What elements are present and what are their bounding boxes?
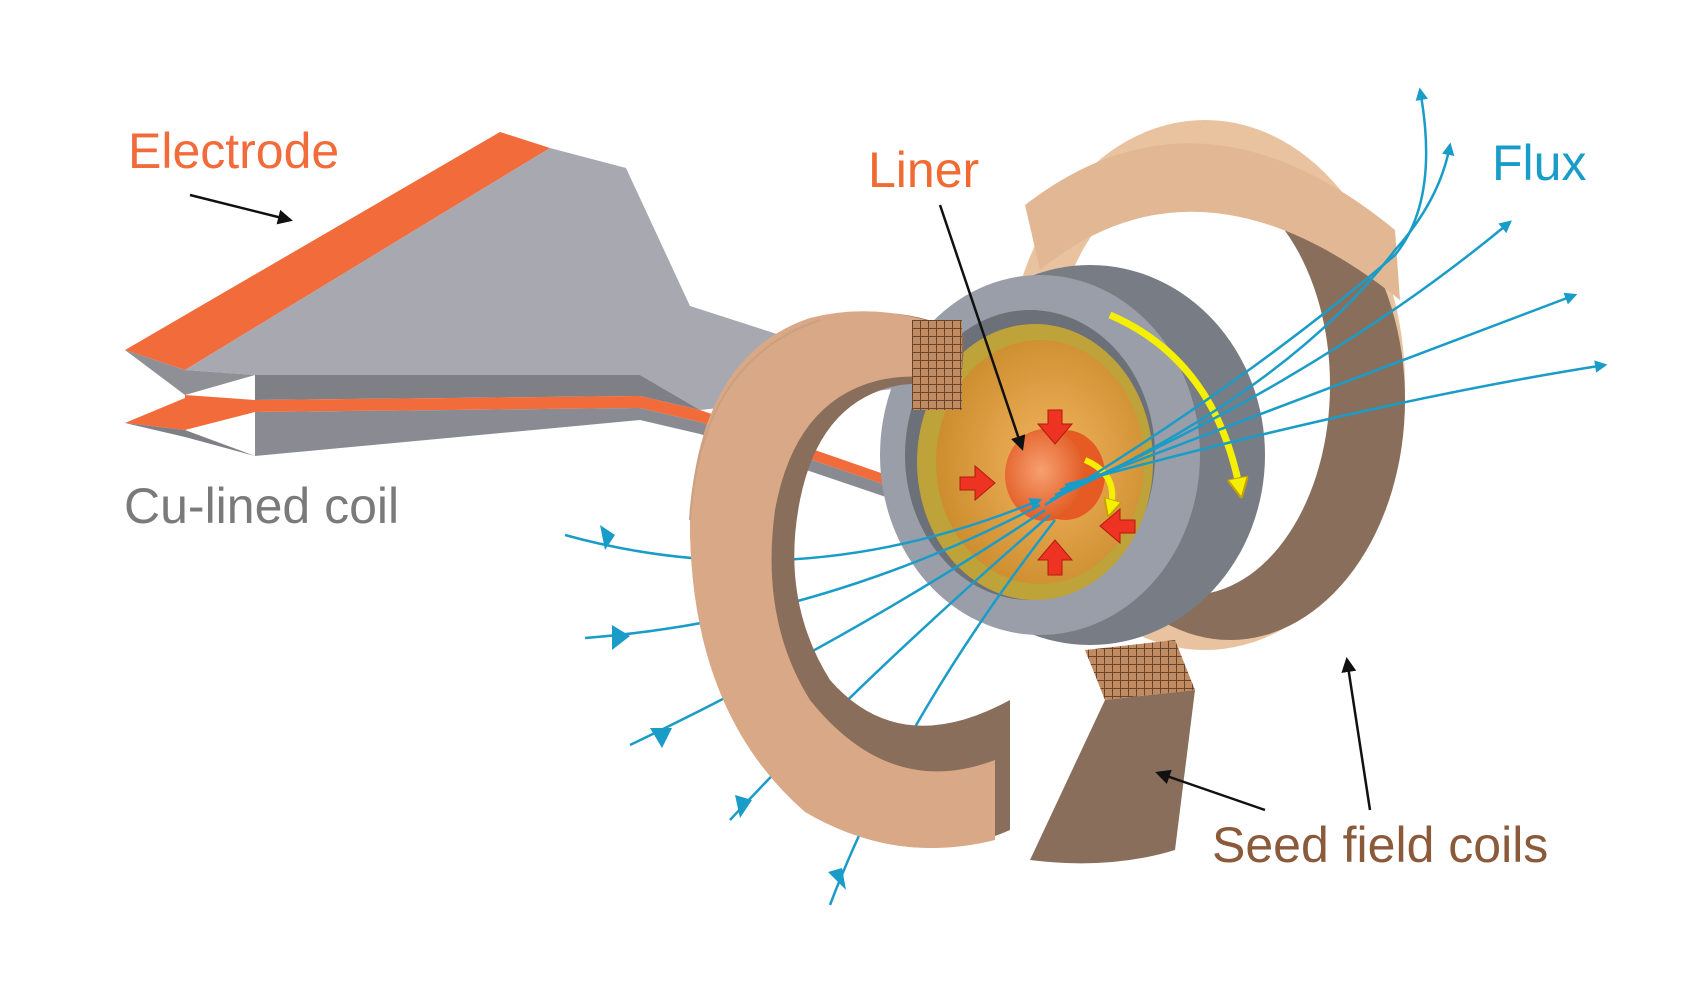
flux-in-arrows [600, 525, 846, 890]
flux-lines [564, 87, 1608, 906]
flux-arrow-icon [650, 728, 672, 748]
flux-arrow-icon [828, 868, 846, 890]
seed-coil-pointer-right [1341, 657, 1372, 811]
compression-arrows [959, 409, 1136, 576]
flux-arrow-icon [612, 625, 630, 650]
electrode-bottom-strip [125, 398, 255, 430]
compression-arrow-icon [1036, 409, 1074, 445]
label-flux: Flux [1492, 135, 1586, 191]
electrode-top-strip [125, 132, 550, 370]
label-cu-lined-coil: Cu-lined coil [124, 478, 399, 534]
compression-arrow-icon [959, 464, 996, 502]
current-arrow-large [1108, 311, 1240, 490]
compression-arrow-icon [1036, 539, 1074, 576]
current-arrow-small [1083, 457, 1112, 510]
flux-arrow-icon [600, 525, 615, 550]
coil-plate-upper-tip [125, 350, 255, 395]
electrode-pointer [189, 193, 293, 225]
seed-coil-winding-bottom [1085, 640, 1195, 700]
seed-coil-pointer-left [1155, 769, 1266, 812]
seed-coil-front [689, 311, 1195, 864]
seed-coil-winding-top [912, 320, 962, 410]
label-liner: Liner [868, 142, 979, 198]
flux-arrow-icon [735, 795, 752, 818]
coil-plate-top [185, 148, 930, 410]
label-electrode: Electrode [128, 123, 339, 179]
coil-plate-front-lower [255, 408, 930, 512]
coil-plate-front-upper [255, 375, 700, 410]
label-seed-field-coils: Seed field coils [1212, 817, 1548, 873]
liner-pointer [938, 204, 1026, 451]
